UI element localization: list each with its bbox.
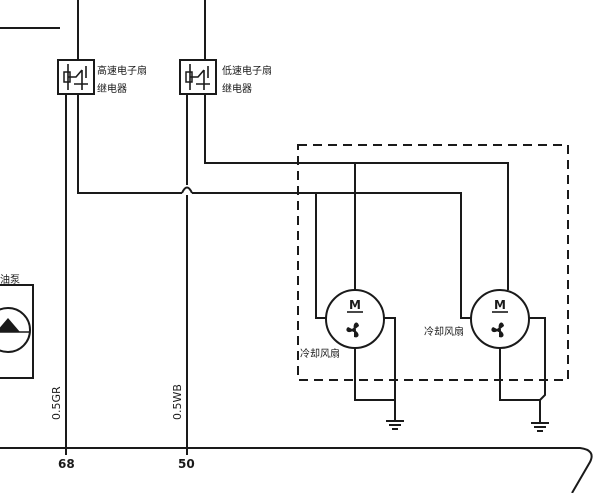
left-fan-label: 冷却风扇 (300, 347, 340, 360)
left-fan-high-tap (315, 193, 327, 319)
right-motor-letter: M (494, 298, 506, 312)
high-relay-output (77, 94, 182, 194)
pin-number-right: 50 (178, 457, 195, 471)
pump-arrow-icon (0, 318, 20, 332)
high-speed-relay: 高速电子扇 继电器 (57, 59, 147, 95)
wire-crossover (181, 186, 193, 194)
connector-outline (0, 447, 593, 493)
left-cooling-fan: M 冷却风扇 (300, 289, 385, 360)
wire-code-left: 0.5GR (50, 386, 63, 420)
right-cooling-fan: M 冷却风扇 (424, 289, 530, 349)
high-relay-label-line1: 高速电子扇 (97, 64, 147, 77)
right-fan-blade-icon (491, 322, 504, 338)
left-fan-ground-wire (354, 348, 396, 420)
right-fan-ground-wire (499, 348, 541, 422)
ground-icon-right (531, 422, 549, 432)
wire-code-right: 0.5WB (171, 384, 184, 420)
low-relay-label-line2: 继电器 (222, 82, 252, 95)
left-motor-letter: M (349, 298, 361, 312)
fan-module-enclosure (297, 144, 569, 381)
right-fan-label: 冷却风扇 (424, 325, 464, 338)
left-fan-ground-wire-2 (383, 317, 396, 400)
right-fan-ground-wire-2 (528, 317, 546, 401)
low-relay-output (204, 94, 509, 290)
pump-label: 油泵 (0, 273, 20, 286)
low-relay-label-line1: 低速电子扇 (222, 64, 272, 77)
pin-number-left: 68 (58, 457, 75, 471)
high-speed-bus (192, 192, 472, 319)
low-speed-relay: 低速电子扇 继电器 (179, 59, 272, 95)
left-fan-blade-icon (346, 322, 359, 338)
high-relay-label-line2: 继电器 (97, 82, 127, 95)
fuel-pump: 油泵 (0, 273, 34, 379)
ground-icon-left (386, 420, 404, 430)
